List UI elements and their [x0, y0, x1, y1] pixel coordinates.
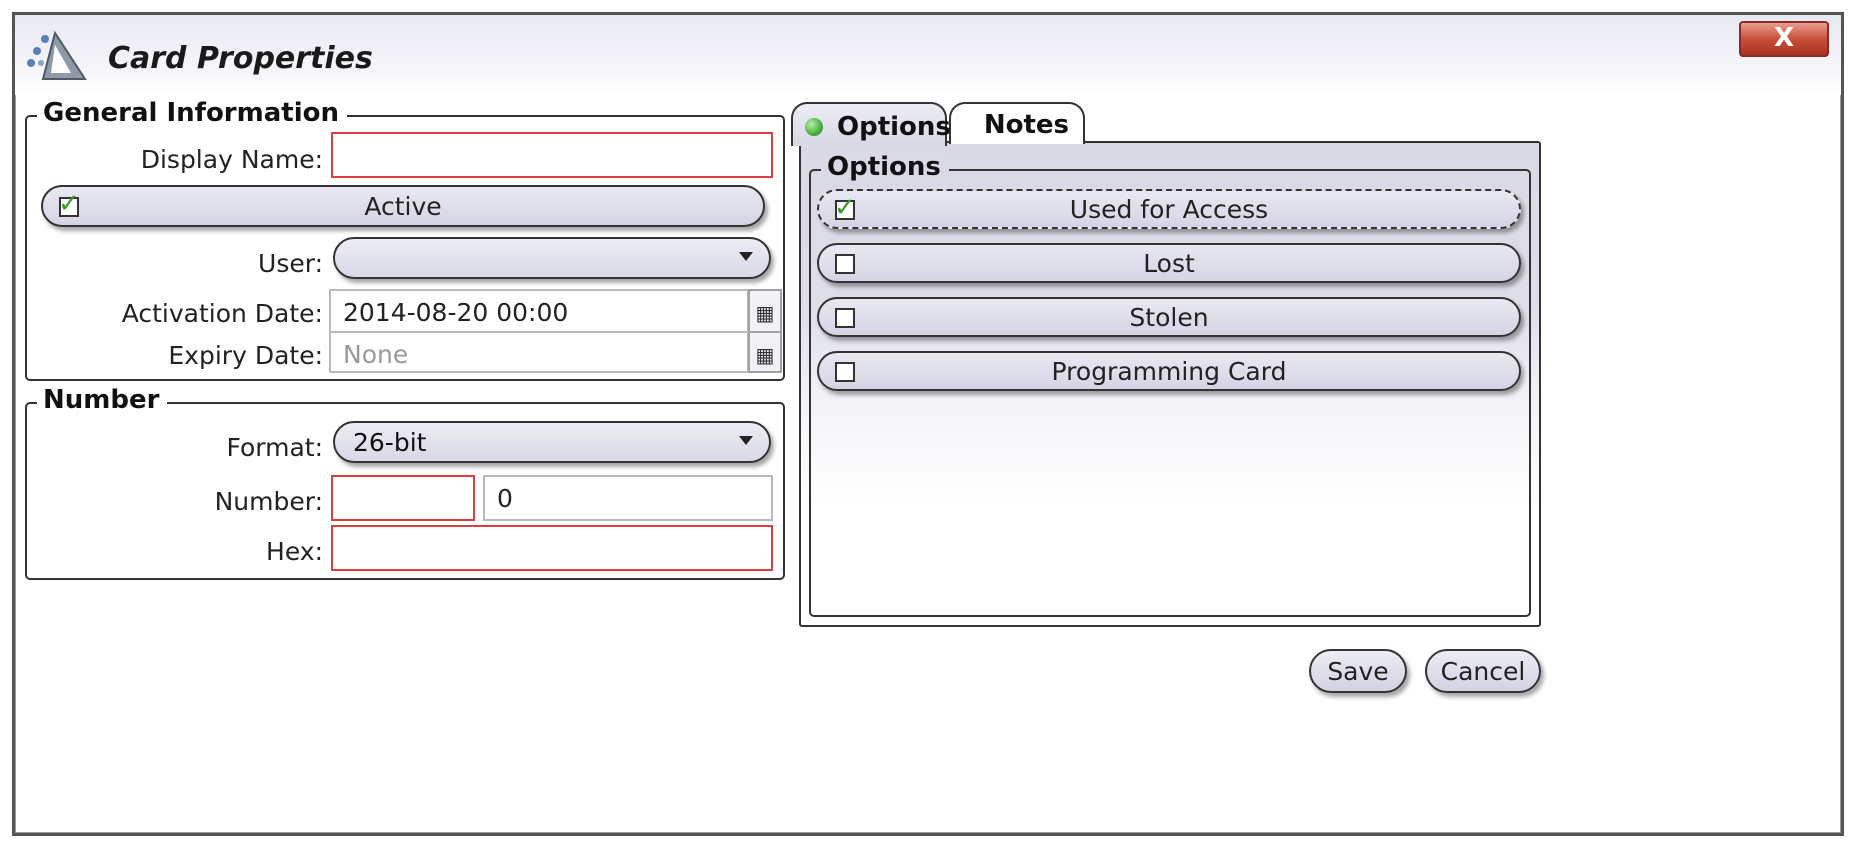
- tab-options-label: Options: [837, 112, 951, 142]
- user-label: User:: [258, 249, 323, 278]
- number-label: Number:: [214, 487, 323, 516]
- tab-options[interactable]: Options: [791, 102, 951, 146]
- active-label: Active: [364, 191, 442, 221]
- hex-label: Hex:: [266, 537, 323, 566]
- used-for-access-check-box: [835, 200, 855, 220]
- active-checkbox[interactable]: ✓ Active: [41, 185, 765, 227]
- hex-input[interactable]: [331, 525, 773, 571]
- format-select[interactable]: 26-bit: [333, 421, 771, 463]
- lost-check-box: [835, 254, 855, 274]
- options-legend: Options: [821, 152, 949, 182]
- lost-label: Lost: [1143, 248, 1195, 278]
- number-group: Number: [25, 385, 785, 580]
- display-name-label: Display Name:: [140, 145, 323, 174]
- stolen-check-box: [835, 308, 855, 328]
- used-for-access-checkbox[interactable]: ✓ Used for Access: [817, 189, 1521, 229]
- chevron-down-icon: [739, 436, 753, 445]
- close-button[interactable]: X: [1739, 21, 1829, 57]
- programming-card-label: Programming Card: [1051, 356, 1287, 386]
- status-dot-icon: [805, 118, 823, 136]
- cancel-button[interactable]: Cancel: [1425, 649, 1541, 693]
- programming-card-check-box: [835, 362, 855, 382]
- stolen-checkbox[interactable]: Stolen: [817, 297, 1521, 337]
- stolen-label: Stolen: [1129, 302, 1209, 332]
- card-properties-window: Card Properties X General Information Di…: [12, 12, 1844, 836]
- used-for-access-checkmark-icon: ✓: [834, 193, 856, 223]
- options-group: Options: [809, 152, 1531, 617]
- tab-notes[interactable]: Notes: [949, 102, 1085, 144]
- general-information-group: General Information: [25, 98, 785, 381]
- active-check-box: [59, 197, 79, 217]
- expiry-date-label: Expiry Date:: [168, 341, 323, 370]
- programming-card-checkbox[interactable]: Programming Card: [817, 351, 1521, 391]
- chevron-down-icon: [739, 252, 753, 261]
- format-select-value: 26-bit: [353, 428, 427, 457]
- expiry-date-input[interactable]: None: [329, 331, 749, 373]
- save-button[interactable]: Save: [1309, 649, 1407, 693]
- user-select[interactable]: [333, 237, 771, 279]
- active-checkmark-icon: ✓: [58, 189, 80, 219]
- general-information-legend: General Information: [37, 98, 347, 128]
- expiry-calendar-icon[interactable]: ▦: [748, 331, 782, 373]
- lost-checkbox[interactable]: Lost: [817, 243, 1521, 283]
- title-bar[interactable]: Card Properties X: [15, 15, 1841, 95]
- used-for-access-label: Used for Access: [1069, 194, 1269, 224]
- display-name-input[interactable]: [331, 132, 773, 178]
- card-number-input[interactable]: 0: [483, 475, 773, 521]
- facility-code-input[interactable]: [331, 475, 475, 521]
- close-icon: X: [1773, 23, 1795, 53]
- activation-date-input[interactable]: 2014-08-20 00:00: [329, 289, 749, 333]
- format-label: Format:: [226, 433, 323, 462]
- tab-notes-label: Notes: [983, 110, 1069, 140]
- activation-date-label: Activation Date:: [121, 299, 323, 328]
- window-title: Card Properties: [108, 41, 373, 76]
- app-logo-icon: [27, 30, 87, 80]
- activation-calendar-icon[interactable]: ▦: [748, 289, 782, 333]
- number-legend: Number: [37, 385, 168, 415]
